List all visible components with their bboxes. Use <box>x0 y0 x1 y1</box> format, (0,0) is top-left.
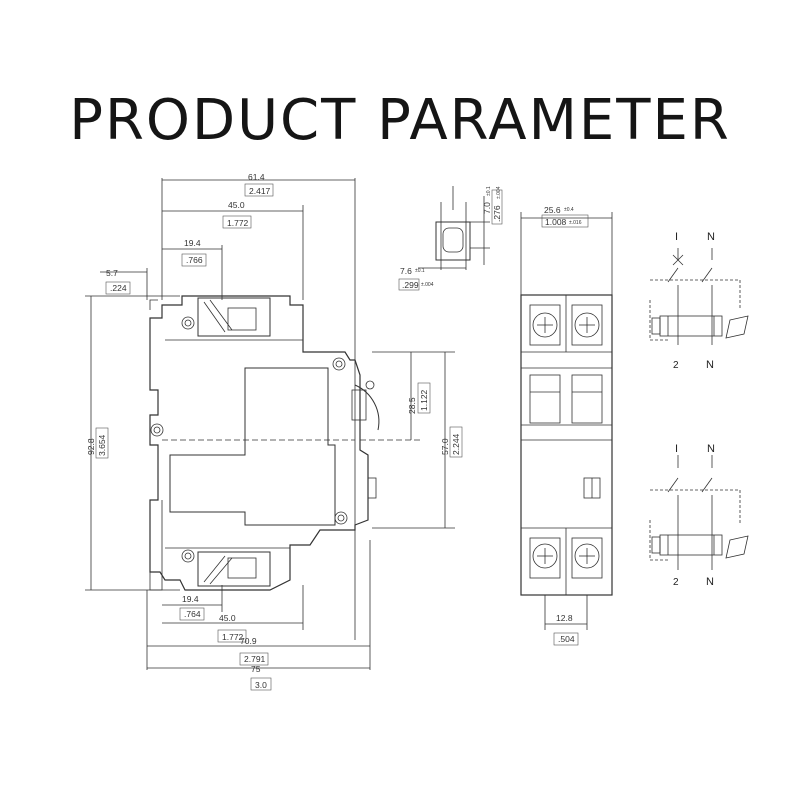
dim-bottom-3-inch: 2.791 <box>244 654 266 664</box>
dim-top-4-value: 5.7 <box>106 268 118 278</box>
dim-bottom-2-inch: 1.772 <box>222 632 244 642</box>
schematic-1-bottom-right: N <box>706 359 714 371</box>
dim-right-2-value: 57.0 <box>440 438 450 455</box>
schematic-2 <box>649 455 749 570</box>
schematic-1-top-right: N <box>707 231 715 243</box>
dim-top-2-inch: 1.772 <box>227 218 249 228</box>
dim-bottom-1-inch: .764 <box>184 609 201 619</box>
dim-bottom-3-value: 70.9 <box>240 636 257 646</box>
schematic-2-bottom-left: 2 <box>673 577 679 588</box>
dim-top-1-inch: 2.417 <box>249 186 271 196</box>
dim-bottom-1-value: 19.4 <box>182 594 199 604</box>
dim-bottom-4-inch: 3.0 <box>255 680 267 690</box>
terminal-height-tol: ±0.1 <box>486 186 492 196</box>
front-width-inch-tol: ±.016 <box>569 220 582 226</box>
terminal-detail <box>418 186 490 270</box>
dim-top-1-value: 61.4 <box>248 172 265 182</box>
schematic-1 <box>649 248 749 345</box>
side-view-dims: 61.4 2.417 45.0 1.772 19.4 .766 5.7 .224… <box>86 172 463 691</box>
front-pitch-value: 12.8 <box>556 613 573 623</box>
terminal-width-inch-tol: ±.004 <box>421 282 434 288</box>
schematic-2-top-left: I <box>675 443 678 455</box>
terminal-height-value: 7.0 <box>482 202 492 214</box>
front-width-tol: ±0.4 <box>564 207 574 213</box>
terminal-width-value: 7.6 <box>400 266 412 276</box>
terminal-width-tol: ±0.1 <box>415 268 425 274</box>
terminal-detail-dims: 7.0 ±0.1 .276 ±.004 7.6 ±0.1 .299 ±.004 <box>398 186 503 291</box>
schematic-1-bottom-left: 2 <box>673 360 679 371</box>
front-view <box>520 212 613 630</box>
dim-height-inch: 3.654 <box>97 434 107 456</box>
terminal-height-inch-tol: ±.004 <box>496 186 502 199</box>
dim-right-2-inch: 2.244 <box>451 433 461 455</box>
dim-top-3-inch: .766 <box>186 255 203 265</box>
dim-top-3-value: 19.4 <box>184 238 201 248</box>
dim-top-2-value: 45.0 <box>228 200 245 210</box>
schematic-labels: I N 2 N I N 2 N <box>673 231 715 588</box>
terminal-height-inch: .276 <box>492 205 502 222</box>
side-view <box>85 178 455 670</box>
front-width-value: 25.6 <box>544 205 561 215</box>
dim-right-1-inch: 1.122 <box>419 389 429 411</box>
dim-bottom-2-value: 45.0 <box>219 613 236 623</box>
front-width-inch: 1.008 <box>545 217 567 227</box>
dim-right-1-value: 28.5 <box>407 397 417 414</box>
front-view-dims: 25.6 ±0.4 1.008 ±.016 12.8 .504 <box>541 205 589 646</box>
schematic-2-bottom-right: N <box>706 576 714 588</box>
dim-top-4-inch: .224 <box>110 283 127 293</box>
schematic-1-top-left: I <box>675 231 678 243</box>
page-title: PRODUCT PARAMETER <box>69 88 731 153</box>
dim-height-value: 92.8 <box>86 438 96 455</box>
terminal-width-inch: .299 <box>402 280 419 290</box>
schematic-2-top-right: N <box>707 443 715 455</box>
front-pitch-inch: .504 <box>558 634 575 644</box>
dim-bottom-4-value: 75 <box>251 664 261 674</box>
